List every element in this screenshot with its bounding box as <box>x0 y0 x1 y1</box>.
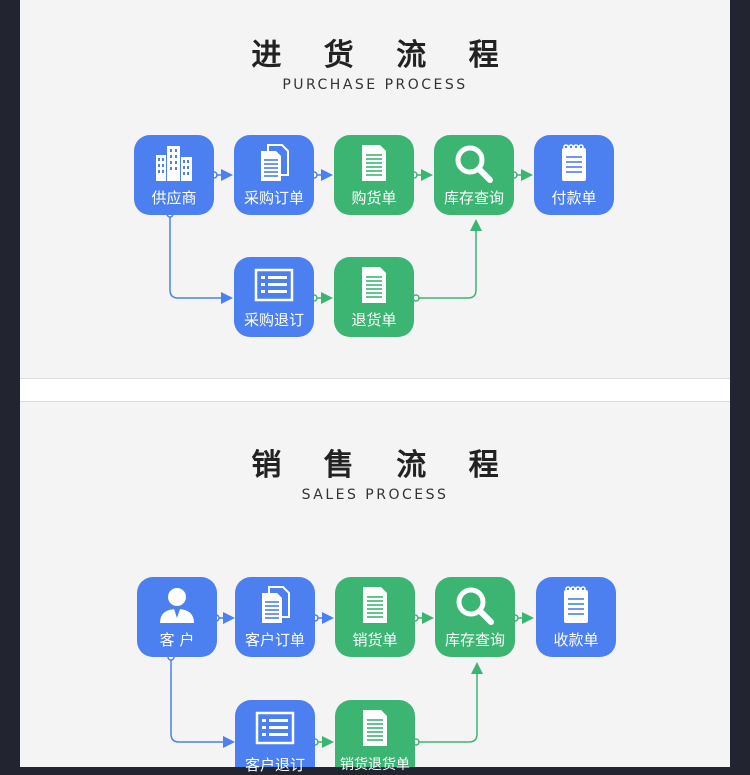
document-icon <box>363 587 387 623</box>
node-payment[interactable]: 付款单 <box>534 135 614 215</box>
node-sales-inventory-query[interactable]: 库存查询 <box>435 577 515 657</box>
documents-icon <box>261 144 289 181</box>
node-purchase-order[interactable]: 采购订单 <box>234 135 314 215</box>
node-inventory-query[interactable]: 库存查询 <box>434 135 514 215</box>
node-sales-note[interactable]: 销货单 <box>335 577 415 657</box>
node-supplier-label: 供应商 <box>151 189 197 207</box>
node-sales-return-note-label: 销货退货单 <box>340 757 410 773</box>
node-customer-order[interactable]: 客户订单 <box>235 577 315 657</box>
sales-connector-up <box>412 662 483 746</box>
node-supplier[interactable]: 供应商 <box>134 135 214 215</box>
buildings-icon <box>156 146 192 181</box>
node-sales-inventory-query-label: 库存查询 <box>444 631 505 649</box>
node-inventory-query-label: 库存查询 <box>443 189 504 207</box>
magnifier-icon <box>455 145 493 183</box>
node-customer-return-label: 客户退订 <box>244 756 305 774</box>
purchase-process-panel: 进 货 流 程 PURCHASE PROCESS <box>20 0 730 378</box>
node-sales-return-note[interactable]: 销货退货单 <box>335 700 415 773</box>
node-receipt[interactable]: 收款单 <box>536 577 616 657</box>
purchase-subtitle: PURCHASE PROCESS <box>282 77 468 93</box>
node-payment-label: 付款单 <box>551 189 597 207</box>
sales-title: 销 售 流 程 <box>251 448 515 483</box>
node-customer-order-label: 客户订单 <box>244 631 305 649</box>
node-purchase-receipt-label: 购货单 <box>351 189 397 207</box>
node-customer-return[interactable]: 客户退订 <box>235 700 315 774</box>
node-sales-note-label: 销货单 <box>352 631 398 649</box>
sales-subtitle: SALES PROCESS <box>301 487 449 503</box>
person-icon <box>160 588 194 623</box>
document-icon <box>363 710 387 746</box>
section-divider <box>20 378 730 402</box>
sales-connector-down <box>167 653 235 748</box>
sales-process-panel: 销 售 流 程 SALES PROCESS <box>20 402 730 774</box>
node-purchase-receipt[interactable]: 购货单 <box>334 135 414 215</box>
notepad-icon <box>562 144 586 181</box>
node-purchase-return-label: 采购退订 <box>243 311 304 329</box>
list-icon <box>255 711 295 745</box>
node-purchase-order-label: 采购订单 <box>243 189 304 207</box>
purchase-connector-up <box>412 219 482 302</box>
document-icon <box>362 145 386 181</box>
purchase-connector-down <box>166 210 233 304</box>
node-return-note-label: 退货单 <box>351 311 397 329</box>
magnifier-icon <box>456 587 494 625</box>
document-icon <box>362 267 386 303</box>
list-icon <box>254 268 294 302</box>
notepad-icon <box>564 586 588 623</box>
documents-icon <box>262 586 290 623</box>
node-purchase-return[interactable]: 采购退订 <box>234 257 314 337</box>
node-receipt-label: 收款单 <box>553 631 599 649</box>
purchase-title: 进 货 流 程 <box>251 38 515 73</box>
node-return-note[interactable]: 退货单 <box>334 257 414 337</box>
node-customer-label: 客 户 <box>159 631 195 649</box>
node-customer[interactable]: 客 户 <box>137 577 217 657</box>
